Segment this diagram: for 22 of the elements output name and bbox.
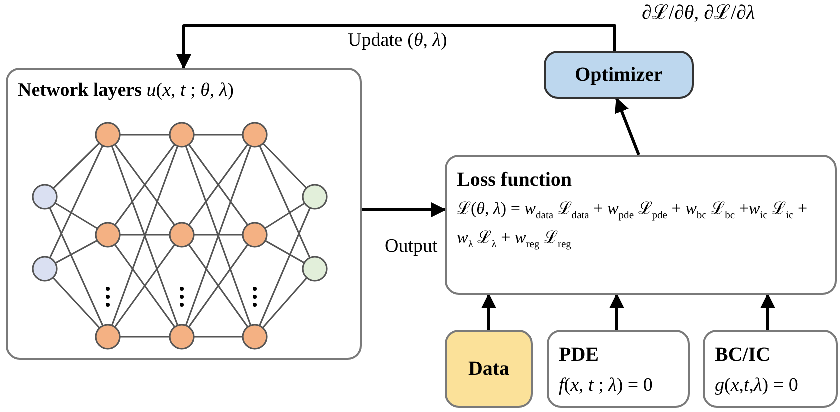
arrow <box>614 98 640 156</box>
arrow <box>610 294 624 330</box>
process-box <box>547 330 690 408</box>
box-title: Data <box>468 358 510 380</box>
box-title: BC/IC <box>715 344 771 367</box>
gradient-label: ∂ℒ/∂θ, ∂ℒ/∂λ <box>642 1 756 25</box>
process-box <box>544 51 694 99</box>
formula: g(x,t,λ) = 0 <box>715 374 798 398</box>
process-box <box>703 330 838 408</box>
arrow <box>760 294 776 330</box>
arrow <box>482 294 496 330</box>
arrow <box>176 24 616 70</box>
process-box <box>445 155 837 295</box>
box-title: Optimizer <box>575 64 663 86</box>
box-title: PDE <box>559 344 599 367</box>
formula: f(x, t ; λ) = 0 <box>559 374 653 398</box>
panel-title: Network layers u(x, t ; θ, λ) <box>18 79 234 103</box>
process-box <box>445 330 533 408</box>
arrow <box>362 202 446 218</box>
network-panel <box>6 68 362 360</box>
formula: ℒ(θ, λ) = w$_{data}$ ℒ$_{data}$ + w$_{pde}$ ℒ$_{pde}$ + w$_{bc}$ ℒ$_{bc}$ +w$_{ic}$ ℒ$_{ic}$ + w$_{λ}$ ℒ$_{λ}$ + w$_{reg}$ ℒ$_{reg}$ <box>457 198 809 252</box>
box-title: Loss function <box>457 169 572 192</box>
